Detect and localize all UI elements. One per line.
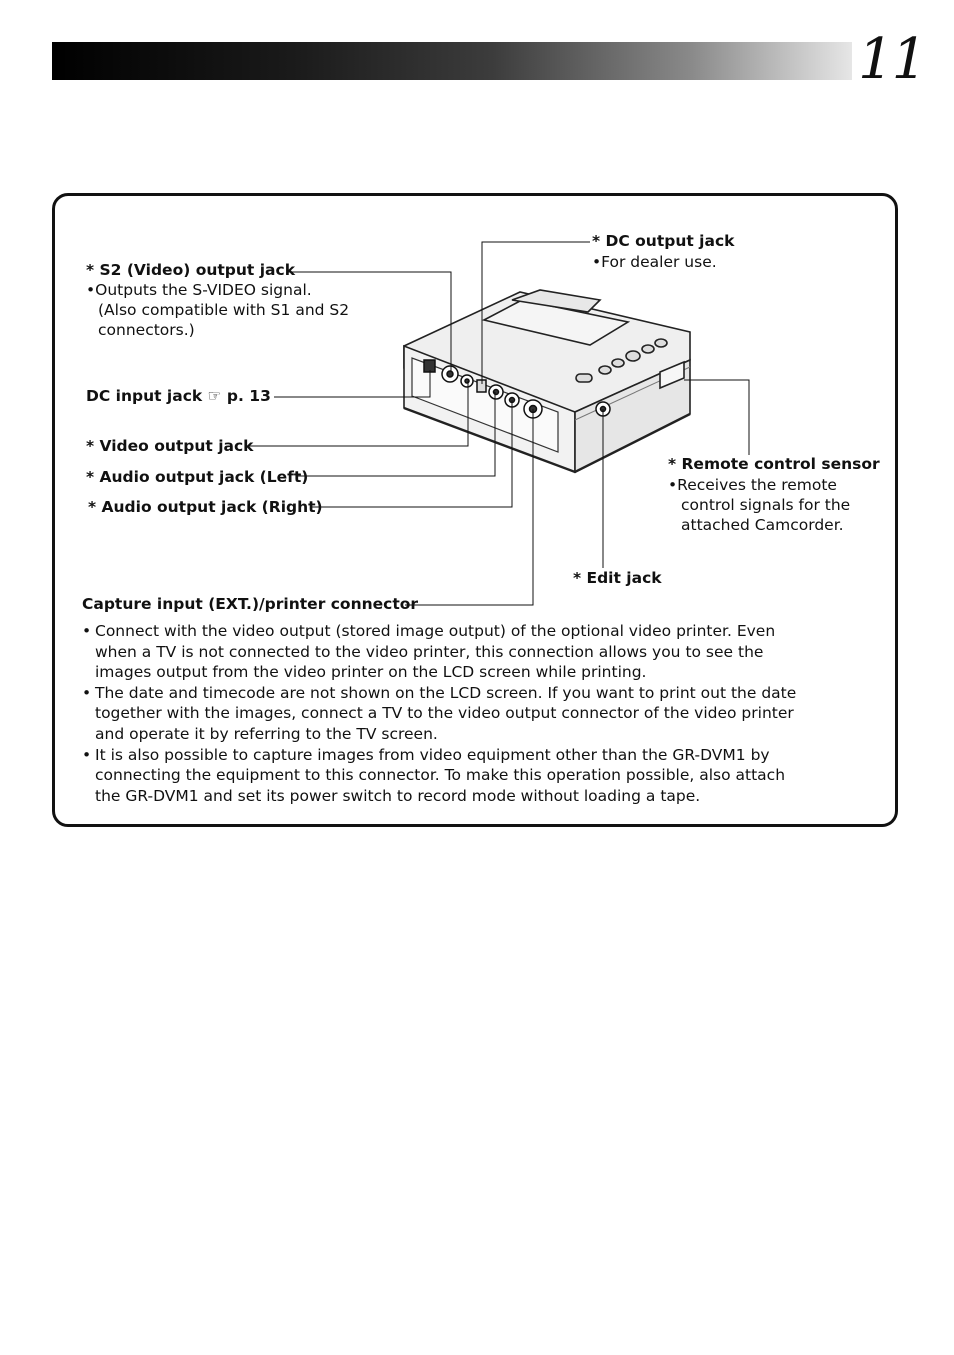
capture-input-label: Capture input (EXT.)/printer connector xyxy=(82,595,419,613)
remote-control-sensor-label: * Remote control sensor xyxy=(668,455,880,473)
dc-input-jack-label: DC input jack ☞ p. 13 xyxy=(86,386,271,406)
remote-control-sensor-note: control signals for the xyxy=(681,496,851,514)
dc-input-jack-text: DC input jack xyxy=(86,387,203,405)
pointing-hand-icon: ☞ xyxy=(207,387,222,405)
dc-output-jack-label: * DC output jack xyxy=(592,232,735,250)
docking-station-illustration xyxy=(403,289,691,474)
edit-jack-label: * Edit jack xyxy=(573,569,662,587)
s2-output-jack-bullet: •Outputs the S-VIDEO signal. xyxy=(86,281,312,299)
rear-jacks xyxy=(423,359,611,419)
list-item: Connect with the video output (stored im… xyxy=(82,621,842,683)
remote-control-sensor-note: attached Camcorder. xyxy=(681,516,844,534)
list-item: The date and timecode are not shown on t… xyxy=(82,683,842,745)
s2-output-jack-note: (Also compatible with S1 and S2 xyxy=(98,301,350,319)
dc-output-jack-note: •For dealer use. xyxy=(592,253,717,271)
remote-control-sensor-bullet: •Receives the remote xyxy=(668,476,837,494)
s2-output-jack-note: connectors.) xyxy=(98,321,195,339)
audio-output-left-label: * Audio output jack (Left) xyxy=(86,468,309,486)
page-number: 11 xyxy=(858,27,927,92)
s2-output-jack-label: * S2 (Video) output jack xyxy=(86,261,296,279)
diagram-frame xyxy=(52,193,898,827)
capture-notes-list: Connect with the video output (stored im… xyxy=(82,621,842,806)
video-output-jack-label: * Video output jack xyxy=(86,437,254,455)
audio-output-right-label: * Audio output jack (Right) xyxy=(88,498,323,516)
dc-input-page-ref: p. 13 xyxy=(226,387,271,405)
list-item: It is also possible to capture images fr… xyxy=(82,745,842,807)
header-gradient-bar xyxy=(52,42,852,80)
leader-lines xyxy=(248,241,750,606)
